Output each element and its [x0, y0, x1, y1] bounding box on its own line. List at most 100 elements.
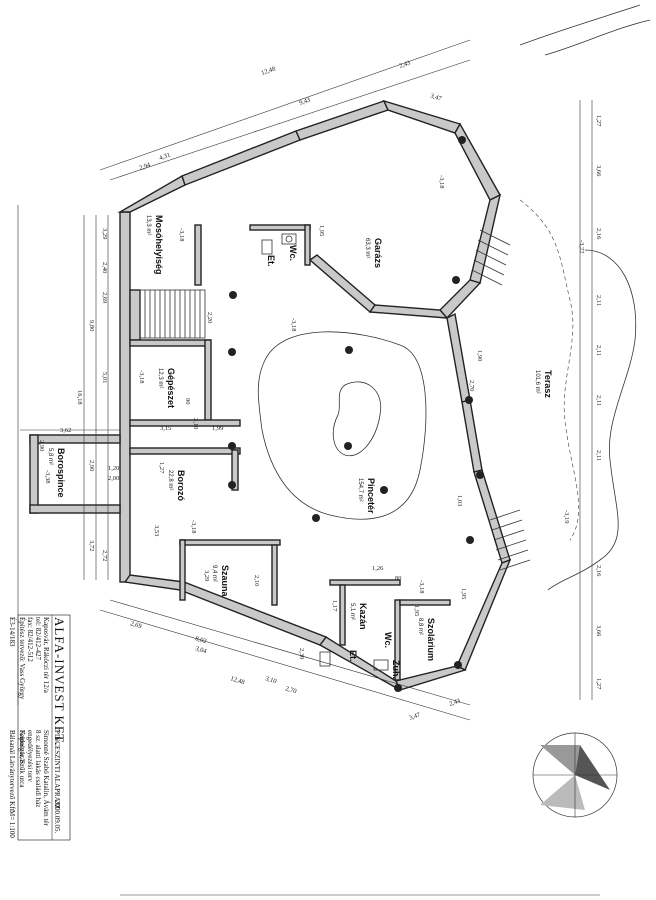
pool-outline	[257, 331, 427, 520]
location-line2: Kaposvár, Szűk utca	[18, 730, 26, 788]
level-borozo: -3,18	[190, 520, 197, 534]
room-label-pincefer: Pincetér	[366, 478, 376, 514]
level-boros: -3,38	[44, 470, 51, 484]
dim-right-a: 1,27	[595, 115, 602, 127]
road-curve	[519, 4, 651, 56]
dim-mid-b: 1,99	[212, 425, 223, 432]
wc-fixtures	[261, 233, 389, 671]
dim-boros-w: 3,62	[60, 427, 71, 434]
room-area-szauna: 9,4 m²	[211, 565, 217, 582]
dim-bot-a: 2,69	[129, 620, 142, 630]
scale-value: Bálsanál Látványtervező Kft.	[8, 730, 16, 812]
room-label-wc2: Wc.	[383, 632, 393, 648]
dim-sza-a: 2,10	[253, 575, 260, 586]
dimension-lines	[20, 39, 593, 721]
room-label-moso: Mosóhelyiség	[154, 215, 164, 275]
room-area-pincefer: 154,7 m²	[357, 478, 363, 502]
owner-line2: 8 sz. alatti lakás családi ház	[34, 730, 42, 807]
dim-mid-c: 2,10	[192, 418, 199, 429]
room-label-terasz: Terasz	[543, 370, 553, 398]
designer-name: Építész tervező: Vass György	[18, 617, 26, 700]
dim-right-j: 1,27	[595, 678, 602, 690]
room-label-et1: Et.	[266, 255, 276, 267]
dim-g-b: 2,20	[206, 312, 213, 323]
room-label-borozo: Borozó	[176, 470, 186, 501]
room-area-borozo: 22,8 m²	[167, 470, 173, 490]
dim-bot-e: 3,10	[264, 675, 277, 685]
scale-label: Feldolgozás:	[18, 730, 26, 766]
room-label-gepeszet: Gépészet	[166, 368, 176, 408]
drawing-title: PINCESZINTI ALAPRAJZ	[53, 730, 61, 809]
dim-k-d: 1,17	[331, 600, 338, 612]
dim-left-d: 2,69	[101, 292, 108, 303]
dim-door-a: 90	[184, 398, 191, 405]
room-label-szauna: Szauna	[220, 565, 230, 598]
room-label-garazs: Garázs	[373, 238, 383, 268]
room-label-kazan: Kazán	[358, 603, 368, 630]
dim-k-a: 1,26	[372, 565, 384, 572]
title-block: ALFA-INVEST KFT. PINCESZINTI ALAPRAJZ 20…	[17, 614, 71, 841]
location-line1: engedélyezési terv	[26, 730, 34, 782]
stairs-left	[139, 289, 206, 339]
dim-k-e: 2,30	[298, 648, 305, 659]
room-area-moso: 13,3 m²	[145, 215, 151, 235]
dim-left-g: 2,72	[101, 550, 108, 561]
level-pince: -3,18	[290, 318, 297, 332]
dim-left-f: 3,72	[88, 540, 95, 551]
columns	[228, 136, 484, 692]
terrace-inner-outline	[519, 199, 580, 541]
room-area-garazs: 63,3 m²	[364, 238, 370, 258]
north-arrow-icon	[532, 732, 618, 818]
dim-left-e: 5,01	[101, 372, 108, 383]
level-kazan: -3,18	[418, 580, 425, 594]
dim-right-f: 2,11	[595, 395, 602, 406]
stairs-right-top	[471, 229, 511, 286]
designer-id: É3-14/183	[8, 617, 16, 647]
owner-line1: Simonné Szabó Katalin, Ávám tér	[42, 730, 50, 827]
stairs-right-bottom	[489, 509, 531, 571]
level-terasz: -3,22	[578, 240, 585, 254]
dim-bot-g: 3,47	[408, 711, 422, 722]
dim-right-d: 2,11	[595, 295, 602, 306]
dim-right-b: 3,66	[595, 165, 602, 177]
dim-mid-a: 3,15	[160, 425, 171, 432]
room-area-szolarium: 8,8 m²	[417, 618, 423, 635]
dim-mid-e: 3,53	[153, 525, 160, 536]
dim-r-b: 2,70	[468, 380, 475, 391]
interior-walls	[129, 224, 451, 681]
dim-left-total: 16,18	[76, 390, 83, 405]
dim-right-e: 2,11	[595, 345, 602, 356]
dim-mid-f: 2,90	[88, 460, 95, 471]
dim-k-c: 1,95	[413, 605, 420, 616]
dim-mid-g: 1,20	[108, 465, 119, 472]
room-area-boros: 5,8 m²	[47, 448, 53, 465]
dim-left-c: 2,40	[101, 262, 108, 273]
company-address: Kaposvár, Rákóczi tér 12/a	[42, 617, 50, 694]
drawing-scale: M= 1:100	[8, 810, 16, 838]
wine-cellar-annex	[29, 434, 121, 514]
dim-r-c: 1,03	[456, 495, 463, 506]
dim-top-e: 2,94	[138, 161, 152, 172]
room-area-terasz: 101,6 m²	[534, 370, 540, 394]
dim-boros-h: 2,90	[38, 440, 45, 451]
room-area-gepeszet: 12,3 m²	[157, 368, 163, 388]
dim-bot-c: 3,04	[194, 645, 208, 655]
dim-mid-h: 2,00	[108, 475, 119, 482]
room-label-szolarium: Szolárium	[426, 618, 436, 661]
room-label-zuh: Zuh.	[391, 660, 401, 679]
dim-bot-d: 12,48	[229, 675, 245, 686]
level-gepeszet: -3,18	[138, 370, 145, 384]
room-area-kazan: 5,1 m²	[349, 603, 355, 620]
room-label-boros: Borospince	[56, 448, 66, 498]
room-label-wc1: Wc.	[288, 245, 298, 261]
dim-right-c: 2,16	[595, 228, 602, 240]
dim-top-d: 3,47	[429, 92, 443, 103]
dim-left-b: 3,29	[101, 228, 108, 239]
dim-top-f: 4,31	[158, 152, 171, 162]
dim-bot-b: 8,02	[194, 635, 207, 645]
dim-bot-h: 2,43	[448, 697, 461, 707]
dim-top-b: 2,43	[398, 60, 411, 70]
dim-left-a: 9,80	[88, 320, 95, 331]
terrace-outline	[547, 249, 637, 591]
